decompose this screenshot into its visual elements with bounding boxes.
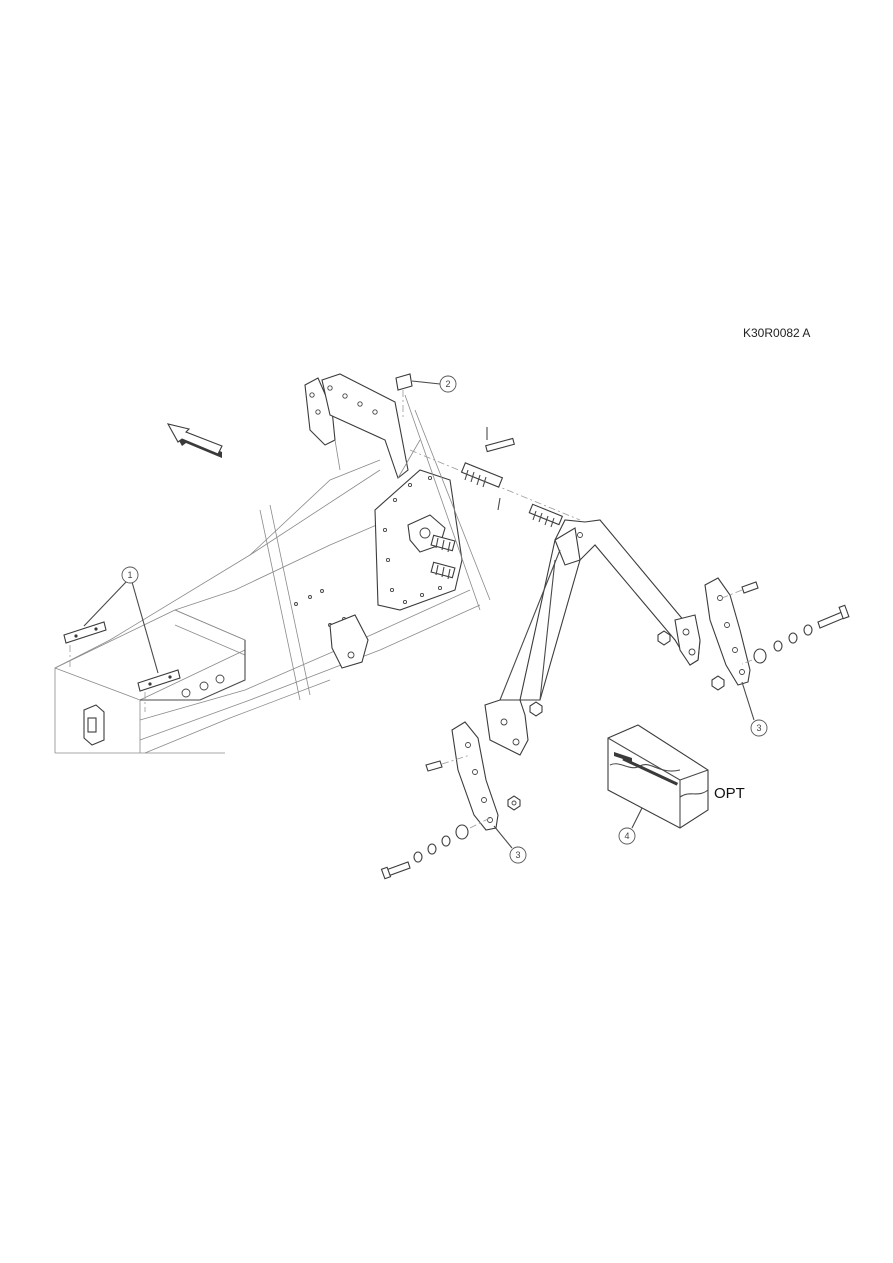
bolt-left-lower [380, 817, 491, 880]
callout-4-label: 4 [624, 831, 629, 841]
callout-3-left: 3 [509, 846, 527, 864]
wear-strip-lower [137, 669, 181, 692]
main-frame [54, 459, 481, 754]
pto-shaft-upper [430, 534, 456, 553]
wear-strip-upper [63, 621, 107, 644]
callout-2-label: 2 [445, 379, 450, 389]
callout-3-right: 3 [750, 719, 768, 737]
side-plate-right [704, 577, 751, 686]
nut-right [711, 675, 725, 691]
callout-4: 4 [618, 827, 636, 845]
bolt-right-lower [741, 604, 850, 665]
callout-1: 1 [121, 566, 139, 584]
callout-3-left-label: 3 [515, 850, 520, 860]
gearbox-plate [374, 469, 463, 611]
callout-3-right-label: 3 [756, 723, 761, 733]
nut-left [507, 795, 521, 811]
callout-1-label: 1 [127, 570, 132, 580]
optional-kit-box [607, 724, 709, 829]
drawing-code: K30R0082 A [743, 326, 810, 340]
nut-frame-right [657, 630, 671, 646]
opt-label: OPT [714, 785, 745, 802]
callout-2: 2 [439, 375, 457, 393]
callout-leaders [83, 380, 755, 849]
a-frame-linkage [484, 519, 701, 756]
top-link-mast [304, 373, 491, 611]
bolt-left-upper [425, 754, 471, 772]
nut-frame-left [529, 701, 543, 717]
side-plate-left [451, 721, 499, 831]
direction-arrow [166, 423, 223, 458]
top-link-assembly [409, 427, 581, 528]
pto-shaft-lower [430, 561, 456, 580]
shim-plate [395, 373, 413, 420]
bolt-right-upper [721, 581, 759, 599]
